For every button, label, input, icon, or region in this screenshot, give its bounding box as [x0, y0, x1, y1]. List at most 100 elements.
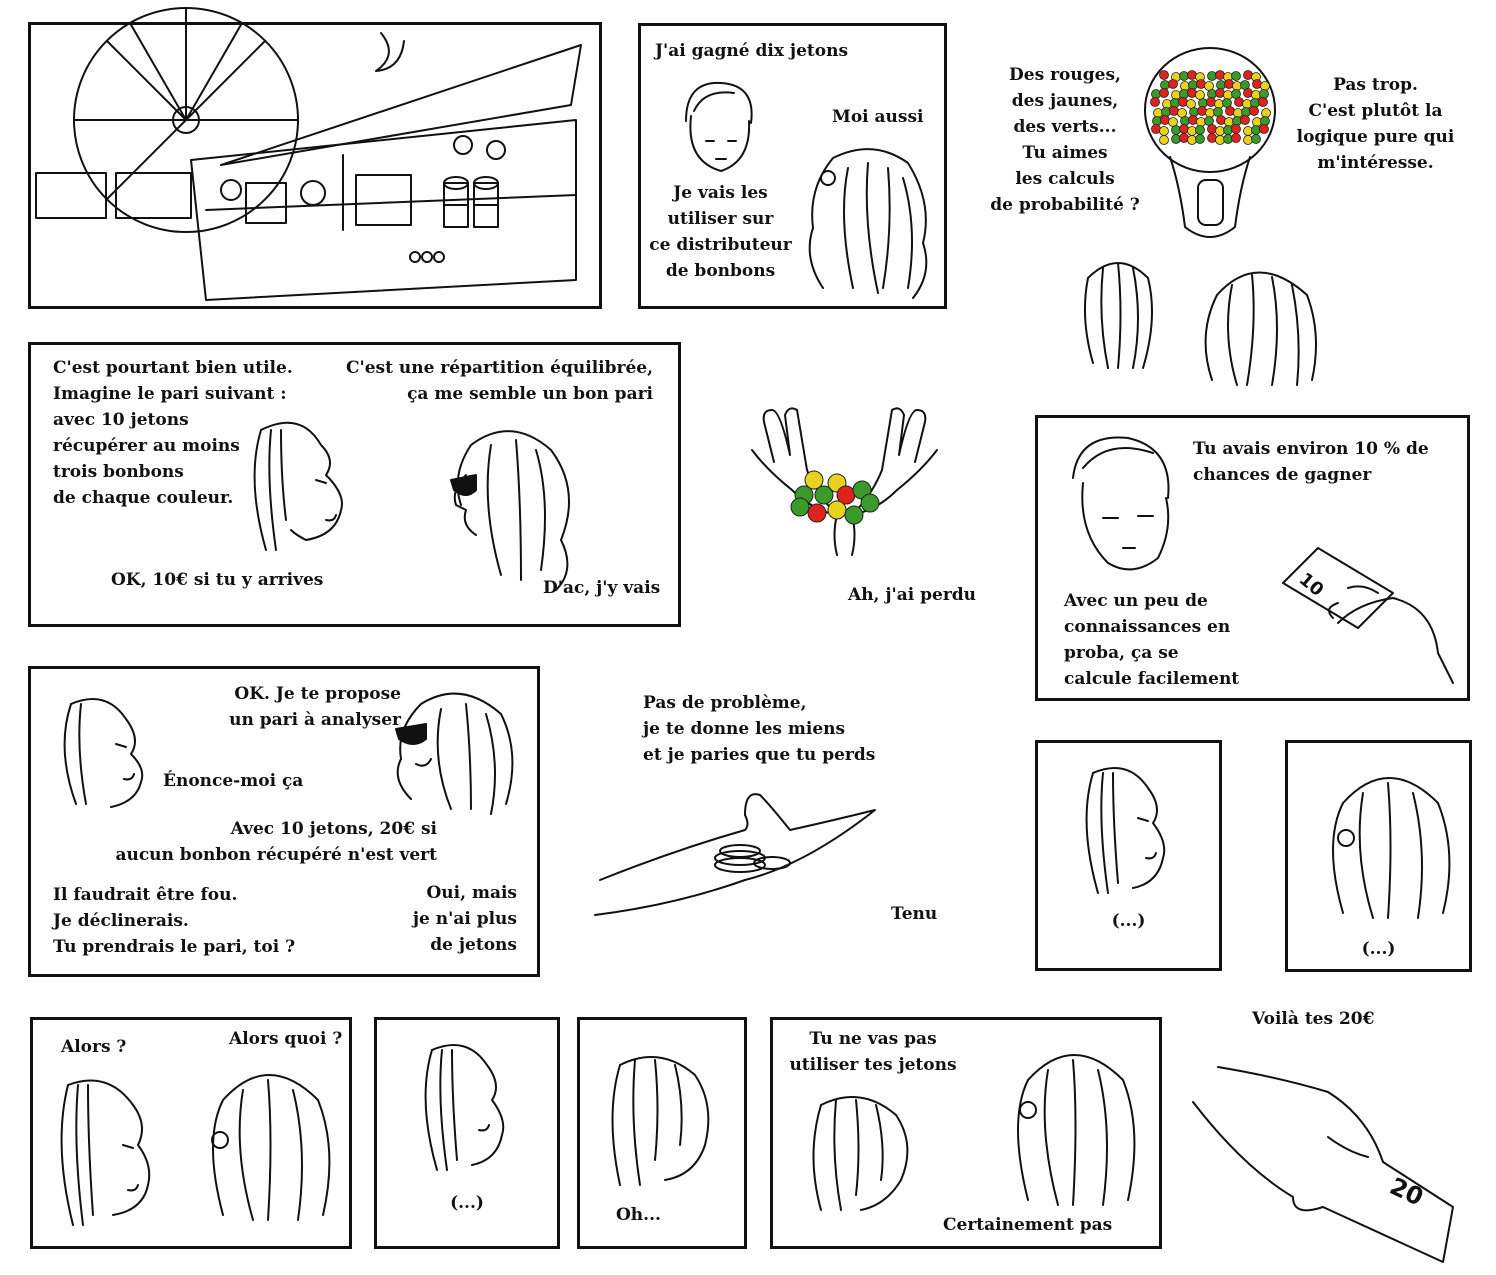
- candy: [1216, 80, 1226, 90]
- candy: [1260, 116, 1270, 126]
- candy: [1261, 108, 1271, 118]
- candy: [1223, 125, 1233, 135]
- speech-imagine-bet: C'est pourtant bien utile. Imagine le pa…: [53, 358, 293, 508]
- candy: [1171, 134, 1181, 144]
- candy: [1179, 133, 1189, 143]
- candy: [1215, 126, 1225, 136]
- candy: [1243, 126, 1253, 136]
- candy: [1215, 70, 1225, 80]
- candy: [1251, 134, 1261, 144]
- candy: [1187, 88, 1197, 98]
- banknote-value: 20: [1385, 1172, 1427, 1211]
- candy: [1259, 89, 1269, 99]
- speech-so-what: Alors quoi ?: [229, 1029, 343, 1049]
- candy: [1243, 88, 1253, 98]
- candy: [1198, 98, 1208, 108]
- candy: [1207, 89, 1217, 99]
- speech-propose-bet: OK. Je te propose un pari à analyser: [229, 684, 401, 730]
- speech-use-on-dispenser: Je vais les utiliser sur ce distributeur…: [649, 183, 792, 281]
- speech-ellipsis: (...): [1111, 911, 1146, 931]
- hand-giving-note-icon: 20: [1192, 1066, 1454, 1263]
- speech-go-for-it: D'ac, j'y vais: [543, 578, 661, 598]
- boy-head-down-icon: [812, 1096, 909, 1211]
- fairground-illustration: [35, 7, 582, 301]
- dispenser-candies: [1150, 70, 1271, 145]
- candy: [1171, 90, 1181, 100]
- candy: [1243, 70, 1253, 80]
- candy: [1241, 107, 1251, 117]
- moon-icon: [375, 32, 405, 72]
- held-candies: [790, 470, 880, 525]
- candy: [1187, 135, 1197, 145]
- candy: [844, 505, 864, 525]
- candy: [1179, 124, 1189, 134]
- boy-profile-icon: [253, 421, 343, 551]
- candy: [1179, 89, 1189, 99]
- candy: [1207, 124, 1217, 134]
- speech-state-it: Énonce-moi ça: [163, 771, 304, 791]
- panel-probability: Tu avais environ 10 % de chances de gagn…: [1035, 415, 1470, 701]
- candy: [1259, 124, 1269, 134]
- speech-not-using-tokens: Tu ne vas pas utiliser tes jetons: [789, 1029, 957, 1075]
- candy: [1214, 99, 1224, 109]
- candy: [1197, 106, 1207, 116]
- candy: [1224, 117, 1234, 127]
- candy: [814, 485, 834, 505]
- girl-profile-sunglasses-icon: [450, 430, 570, 591]
- candy: [1162, 99, 1172, 109]
- candy: [1159, 135, 1169, 145]
- speech-pure-logic: Pas trop. C'est plutôt la logique pure q…: [1296, 75, 1455, 173]
- candy: [1207, 71, 1217, 81]
- candy: [1232, 81, 1242, 91]
- candy: [1231, 71, 1241, 81]
- speech-easy-calculation: Avec un peu de connaissances en proba, ç…: [1064, 591, 1240, 689]
- boy-profile-icon: [424, 1044, 505, 1171]
- candy: [1234, 97, 1244, 107]
- speech-so: Alors ?: [61, 1037, 127, 1057]
- boy-profile-icon: [1085, 767, 1166, 894]
- girl-hair-back-icon: [1332, 777, 1451, 919]
- candy: [1171, 125, 1181, 135]
- candy: [790, 497, 810, 517]
- candy: [1159, 126, 1169, 136]
- candy: [1196, 79, 1206, 89]
- candy: [827, 500, 847, 520]
- boy-head-down-icon: [611, 1056, 710, 1186]
- candy: [860, 493, 880, 513]
- candy: [1151, 89, 1161, 99]
- speech-here-your-money: Voilà tes 20€: [1252, 1009, 1375, 1029]
- hands-with-candies-icon: [751, 407, 938, 556]
- candy: [1207, 133, 1217, 143]
- candy: [1251, 90, 1261, 100]
- speech-won-tokens: J'ai gagné dix jetons: [655, 41, 849, 61]
- candy: [1160, 115, 1170, 125]
- panel-boy-silent: (...): [1035, 740, 1222, 971]
- speech-certainly-not: Certainement pas: [943, 1215, 1113, 1235]
- girl-sunglasses-smiling-icon: [395, 692, 514, 815]
- candy: [1224, 79, 1234, 89]
- boy-profile-icon: [63, 698, 144, 808]
- candy: [1153, 108, 1163, 118]
- candy: [1225, 106, 1235, 116]
- candy: [1252, 117, 1262, 127]
- candy: [1179, 71, 1189, 81]
- speech-ellipsis: (...): [450, 1193, 484, 1213]
- panel-so: Alors ? Alors quoi ?: [30, 1017, 352, 1249]
- candy: [1161, 107, 1171, 117]
- candy: [1215, 135, 1225, 145]
- panel-boy-silent-2: (...): [374, 1017, 560, 1249]
- candy: [1196, 117, 1206, 127]
- candy: [1195, 125, 1205, 135]
- candy: [1180, 116, 1190, 126]
- speech-balanced-distribution: C'est une répartition équilibrée, ça me …: [345, 358, 653, 404]
- candy: [1249, 106, 1259, 116]
- speech-would-decline: Il faudrait être fou. Je déclinerais. Tu…: [53, 885, 296, 957]
- hand-with-coins-icon: [594, 793, 876, 916]
- candy: [1232, 116, 1242, 126]
- candy: [1195, 134, 1205, 144]
- candy: [1159, 70, 1169, 80]
- candy: [1250, 98, 1260, 108]
- candy: [1223, 90, 1233, 100]
- candy: [1231, 133, 1241, 143]
- panel-fairground: [28, 7, 602, 309]
